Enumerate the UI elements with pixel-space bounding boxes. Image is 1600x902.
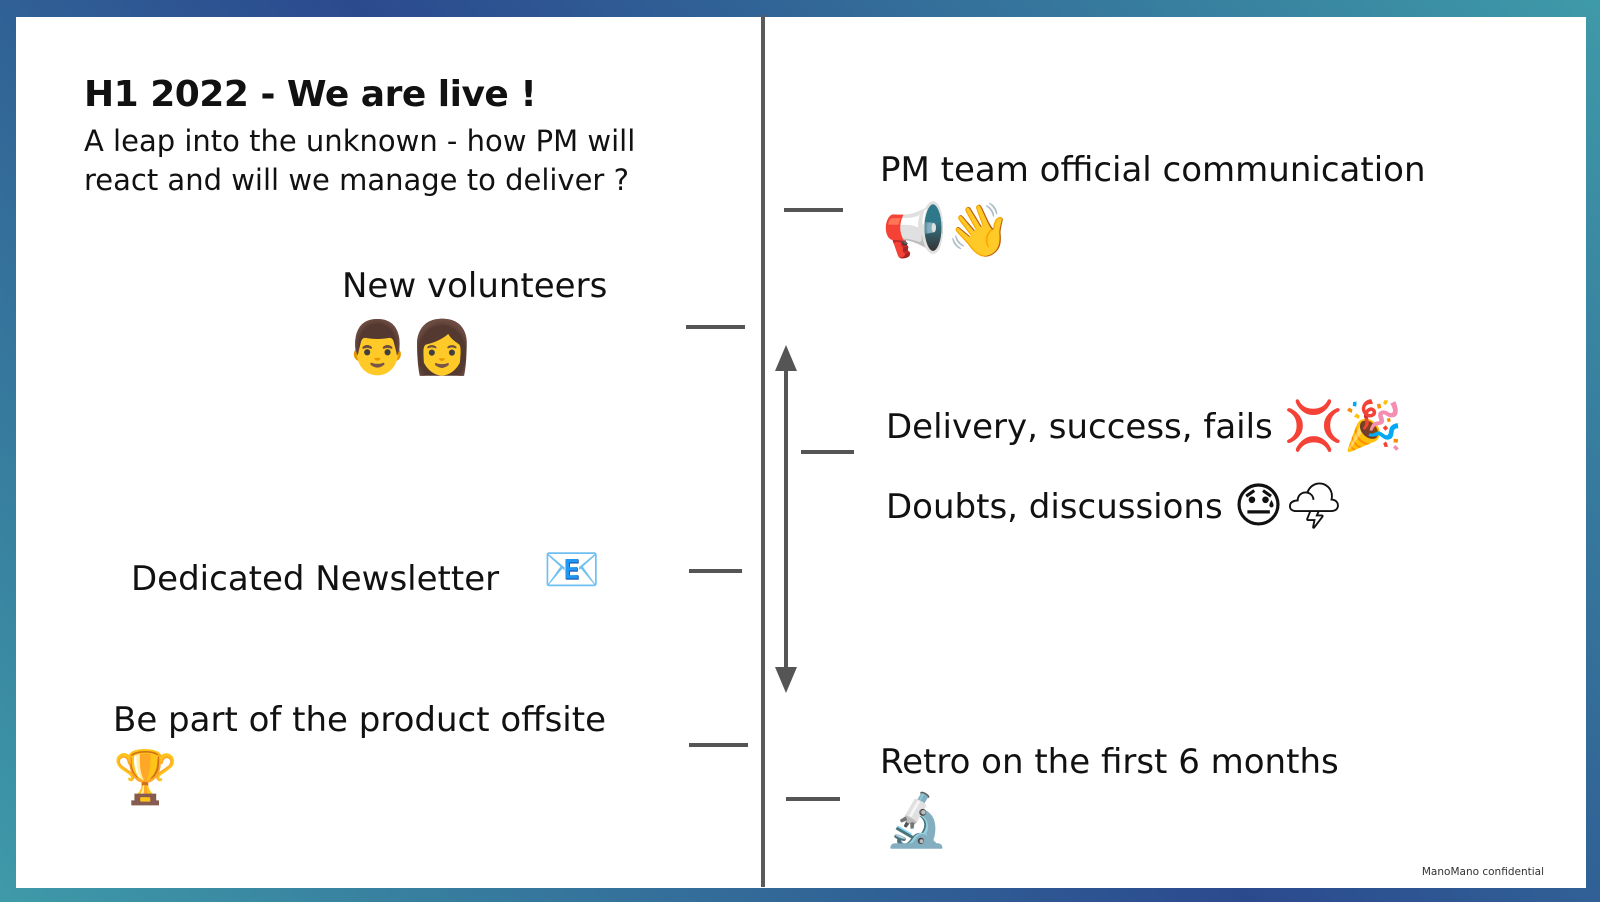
item-new-volunteers: New volunteers: [342, 266, 608, 306]
confidential-label: ManoMano confidential: [1421, 866, 1544, 878]
anger-party-icon: 💢🎉: [1283, 398, 1404, 454]
item-label: Doubts, discussions: [886, 487, 1223, 527]
item-offsite: Be part of the product offsite: [113, 700, 606, 740]
timeline-tick: [801, 450, 854, 454]
megaphone-wave-icon: 📢👋: [882, 201, 1012, 261]
item-doubts: Doubts, discussions 😓🌩: [886, 482, 1345, 530]
timeline-tick: [786, 797, 840, 801]
item-pm-communication: PM team official communication: [880, 150, 1426, 190]
sweat-storm-icon: 😓🌩: [1233, 478, 1345, 534]
timeline-tick: [689, 743, 748, 747]
man-woman-icon: 👨👩: [345, 318, 475, 378]
item-retro: Retro on the first 6 months: [880, 742, 1339, 782]
page-title: H1 2022 - We are live !: [84, 74, 537, 115]
email-icon: 📧: [543, 542, 601, 596]
microscope-icon: 🔬: [884, 791, 949, 851]
timeline-tick: [686, 325, 745, 329]
subtitle: A leap into the unknown - how PM will re…: [84, 122, 635, 200]
item-delivery: Delivery, success, fails 💢🎉: [886, 402, 1403, 450]
timeline-tick: [784, 208, 843, 212]
subtitle-line: A leap into the unknown - how PM will: [84, 124, 636, 158]
timeline-tick: [689, 569, 742, 573]
item-label: Delivery, success, fails: [886, 407, 1273, 447]
trophy-icon: 🏆: [113, 748, 178, 808]
item-newsletter: Dedicated Newsletter: [131, 559, 500, 599]
timeline-axis: [761, 15, 765, 887]
subtitle-line: react and will we manage to deliver ?: [84, 163, 629, 197]
double-arrow-icon: [775, 345, 797, 693]
